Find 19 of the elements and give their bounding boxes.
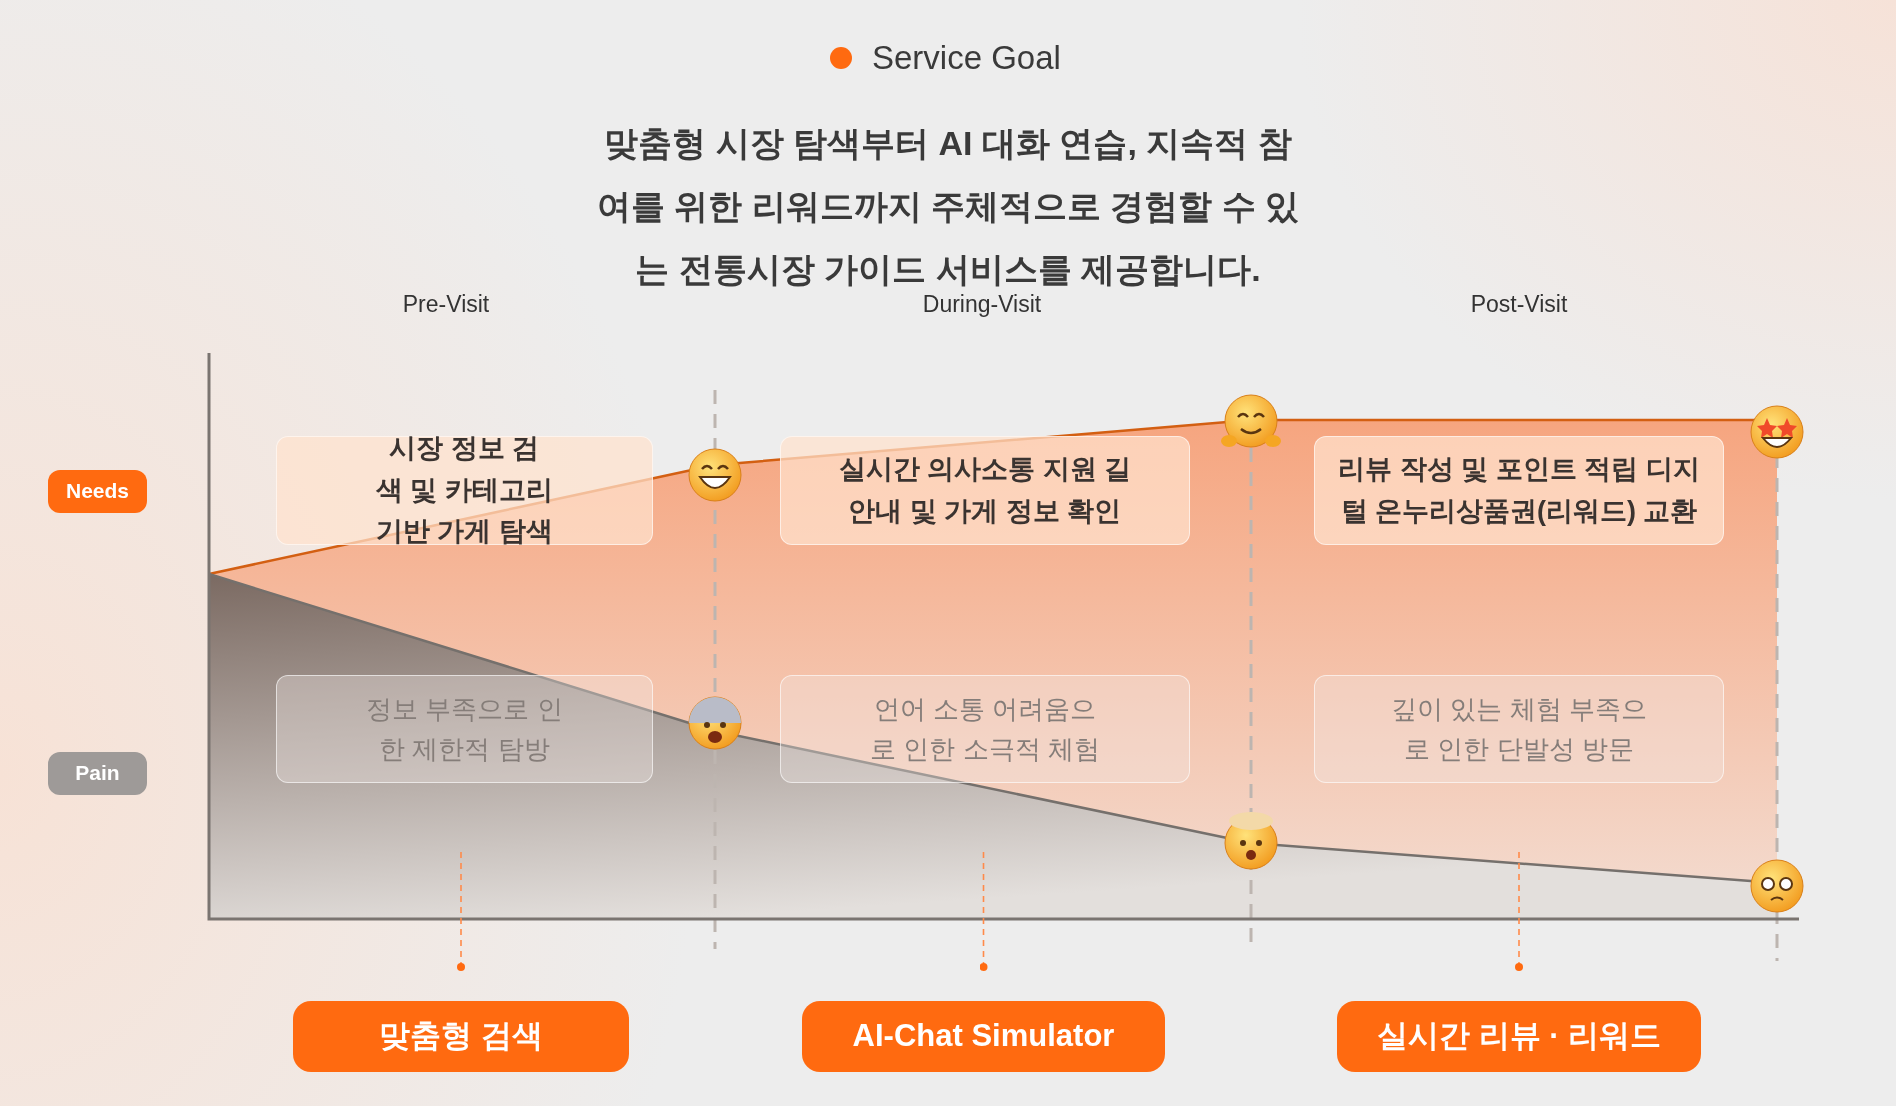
pain-card: 정보 부족으로 인한 제한적 탐방 [276,675,653,783]
phase-label: During-Visit [921,290,1043,319]
phase-label: Pre-Visit [401,290,491,319]
leader-line [457,851,465,971]
needs-card: 리뷰 작성 및 포인트 적립 디지털 온누리상품권(리워드) 교환 [1314,436,1724,545]
subtitle: 맞춤형 시장 탐색부터 AI 대화 연습, 지속적 참여를 위한 리워드까지 주체적으로 경험할 수 있는 전통시장 가이드 서비스를 제공합니다. [595,123,1301,290]
feature-button: 맞춤형 검색 [293,1001,629,1072]
feature-button: AI-Chat Simulator [802,1001,1165,1072]
needs-card: 실시간 의사소통 지원 길 안내 및 가게 정보 확인 [780,436,1190,545]
needs-badge: Needs [48,470,147,513]
leader-line [1515,851,1523,971]
feature-button: 실시간 리뷰 · 리워드 [1337,1001,1701,1072]
pain-card: 깊이 있는 체험 부족으로 인한 단발성 방문 [1314,675,1724,783]
pain-badge: Pain [48,752,147,795]
needs-card: 시장 정보 검색 및 카테고리 기반 가게 탐색 [276,436,653,545]
title: Service Goal [872,39,1061,77]
leader-line [979,851,988,971]
phase-label: Post-Visit [1469,290,1569,319]
pain-card: 언어 소통 어려움으로 인한 소극적 체험 [780,675,1190,783]
